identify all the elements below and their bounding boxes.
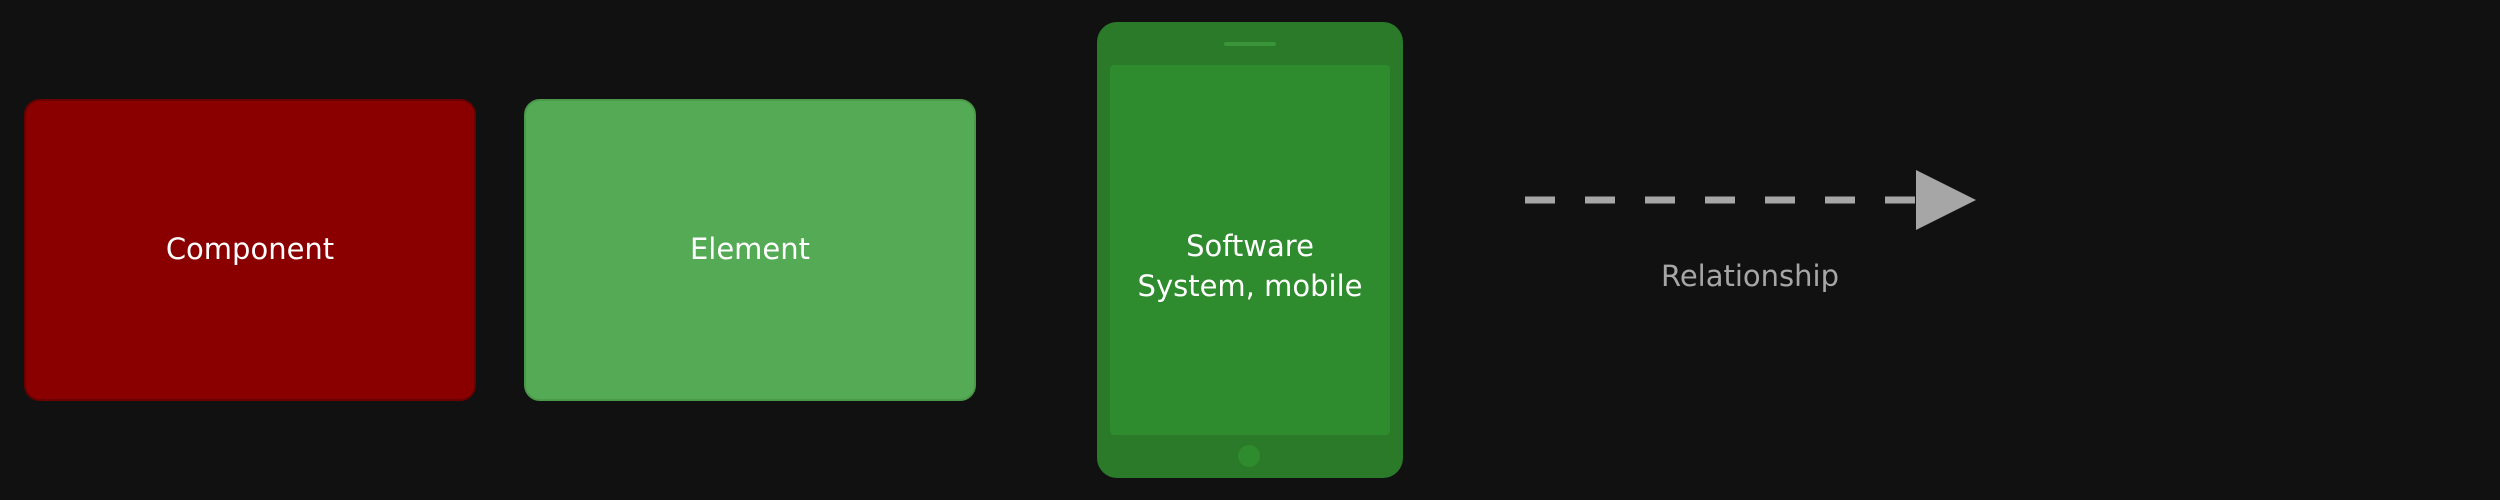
- element-label: Element: [689, 232, 811, 267]
- element-legend-box: Element: [524, 99, 976, 401]
- mobile-screen: Software System, mobile: [1110, 65, 1390, 435]
- relationship-arrow: [1525, 170, 1976, 230]
- relationship-label: Relationship: [1660, 259, 1840, 293]
- component-legend-box: Component: [24, 99, 476, 401]
- software-system-mobile-label: Software System, mobile: [1137, 229, 1363, 303]
- mobile-device-shape: Software System, mobile: [1097, 22, 1403, 478]
- arrow-right-icon: [1916, 170, 1976, 230]
- component-label: Component: [165, 232, 335, 267]
- mobile-speaker-icon: [1224, 42, 1276, 46]
- mobile-home-button-icon: [1238, 445, 1260, 467]
